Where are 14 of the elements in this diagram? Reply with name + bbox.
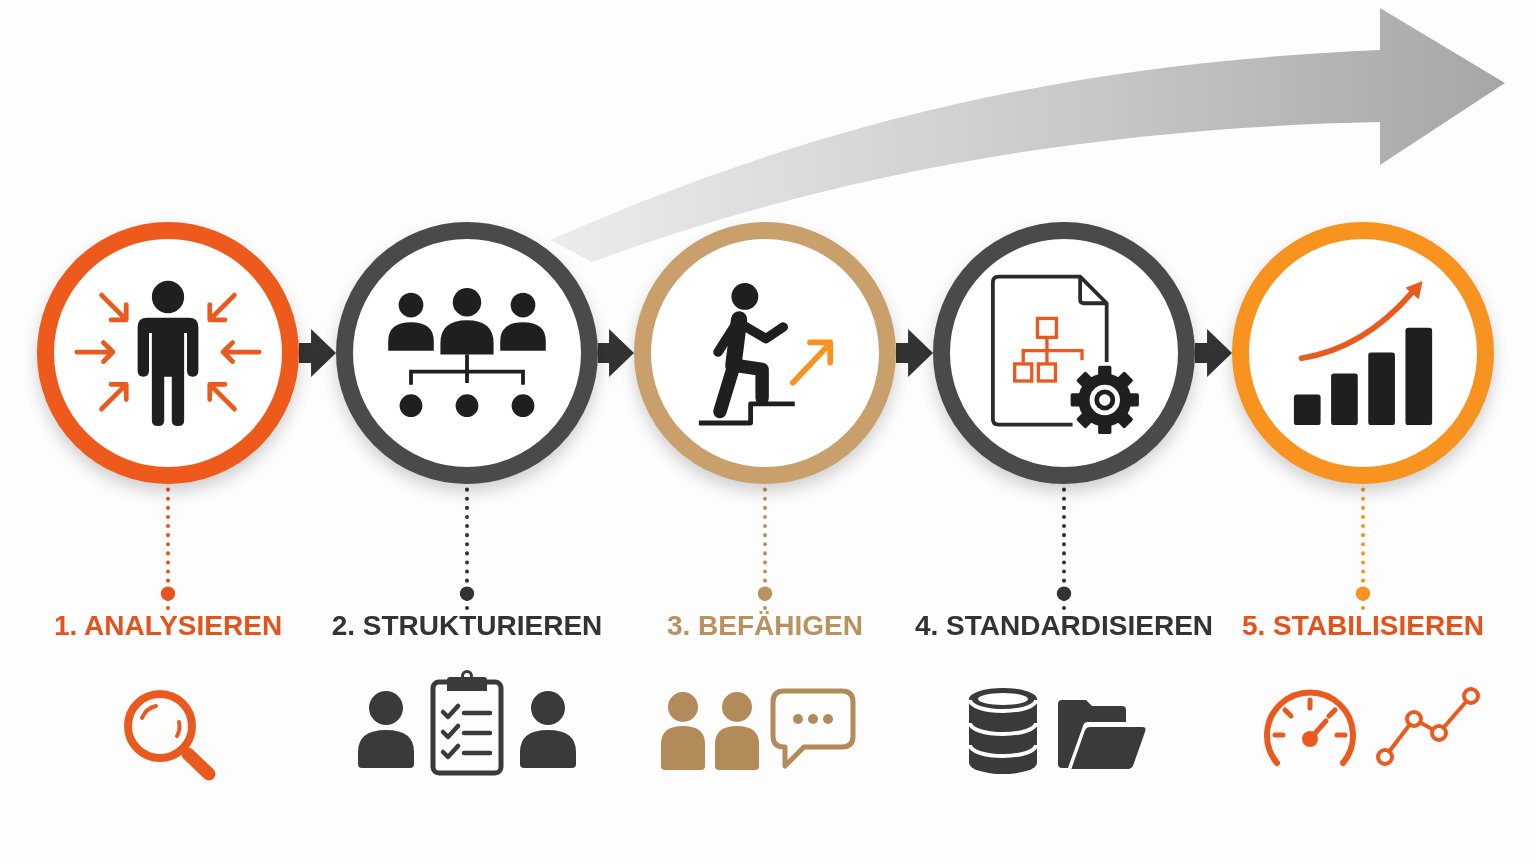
leader-line [160, 486, 176, 610]
step-label: 2. STRUKTURIEREN [331, 612, 603, 640]
step-label: 5. STABILISIEREN [1241, 612, 1485, 640]
arrow [299, 329, 336, 377]
leader-line [459, 486, 475, 610]
arrow [896, 329, 933, 377]
step-label: 1. ANALYSIEREN [53, 612, 283, 640]
arrow [598, 329, 634, 377]
arrow [1195, 329, 1232, 377]
leader-line [1056, 486, 1072, 610]
leader-line [1355, 486, 1371, 610]
step-label: 3. BEFÄHIGEN [667, 612, 863, 640]
leader-line [757, 486, 773, 610]
step-label: 4. STANDARDISIEREN [914, 612, 1214, 640]
